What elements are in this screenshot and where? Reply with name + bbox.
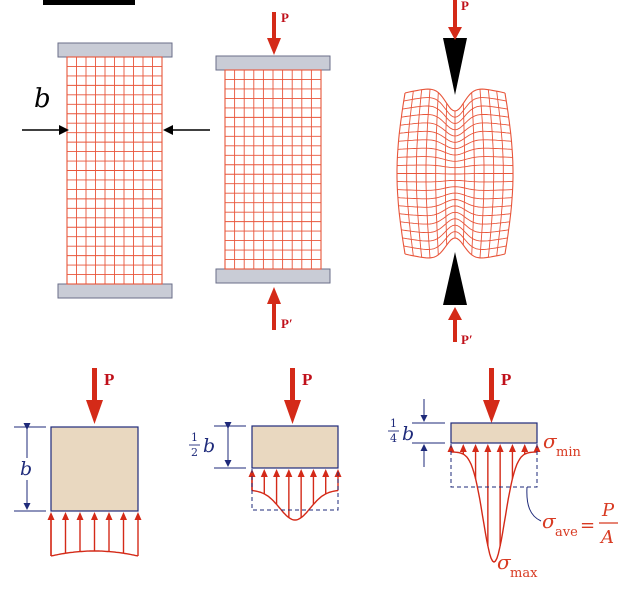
load-arrow-bottom [272, 300, 276, 330]
load-label-bottom: P′ [461, 332, 473, 347]
stress-arrow-head [260, 469, 268, 477]
block [50, 426, 139, 512]
grid-line [462, 103, 466, 246]
stress-arrow-head [521, 444, 529, 452]
load-arrow-top [272, 12, 276, 42]
load-arrow-head [284, 400, 301, 424]
equals-sign: = [580, 515, 595, 536]
top-plate [215, 55, 331, 71]
load-label: P [104, 370, 114, 389]
dim-label: b [402, 423, 414, 445]
load-arrow [290, 368, 295, 404]
stress-arrow-head [285, 469, 293, 477]
grid [224, 69, 322, 270]
width-label: b [34, 84, 51, 114]
stress-block-quarter: P 1 4 b σ min σ max σ ave = P A [388, 368, 618, 581]
stress-block-full: P b [14, 368, 142, 557]
block [251, 425, 339, 469]
average-stress-outline [251, 469, 339, 511]
dim-label-bg [17, 458, 37, 480]
load-arrow-top-head [448, 27, 462, 40]
stress-arrow-head [91, 512, 98, 520]
stress-arrow-head [47, 512, 55, 520]
load-arrow [92, 368, 97, 404]
load-arrow-top [453, 0, 457, 30]
load-arrow-bottom-head [448, 307, 462, 320]
stress-arrow-head [297, 469, 305, 477]
ave-leader [526, 486, 542, 522]
grid-line [496, 91, 504, 256]
scale-bar [43, 0, 135, 5]
grid-line [444, 103, 448, 246]
sigma-ave-symbol: σ [542, 509, 557, 533]
grid-line [425, 89, 431, 258]
specimen-unloaded: b [22, 42, 210, 299]
stress-distribution [47, 512, 142, 557]
stress-arrow-head [105, 512, 113, 520]
load-arrow-head [483, 400, 500, 423]
load-label: P [501, 370, 511, 389]
specimen-plates: P P′ [215, 10, 331, 331]
stress-distribution [447, 444, 541, 563]
load-label: P [302, 370, 312, 389]
sigma-max-subscript: max [510, 566, 538, 581]
load-label-top: P [281, 10, 289, 25]
stress-curve [251, 489, 339, 521]
stress-arrow-head [496, 444, 504, 452]
stress-curve [451, 451, 537, 563]
bottom-plate [215, 268, 331, 284]
dim-label: b [20, 458, 32, 480]
load-label-bottom: P′ [281, 316, 293, 331]
load-label-top: P [461, 0, 469, 13]
sigma-min-symbol: σ [543, 429, 558, 453]
stress-block-half: P 1 2 b [189, 368, 342, 521]
grid-line [396, 92, 406, 255]
grid-line [487, 89, 495, 258]
sigma-max-symbol: σ [497, 550, 512, 574]
stress-arrow-head [309, 469, 317, 477]
dim-label: b [203, 435, 215, 457]
wedge-bottom [443, 252, 467, 305]
sigma-ave-subscript: ave [555, 525, 578, 540]
stress-arrow-head [120, 512, 127, 520]
stress-arrow-head [62, 512, 69, 520]
stress-arrow-head [76, 512, 84, 520]
fraction-half-num: 1 [191, 431, 198, 444]
average-stress-outline [450, 444, 538, 488]
load-arrow-bottom [453, 318, 457, 342]
stress-arrow-head [484, 444, 492, 452]
load-arrow-bottom-head [267, 287, 281, 304]
grid-line [471, 92, 475, 255]
grid [66, 56, 163, 285]
stress-arrow-head [134, 512, 142, 520]
grid-line [504, 92, 514, 255]
load-arrow [489, 368, 494, 404]
fraction-quarter-num: 1 [390, 417, 397, 430]
deformed-grid [396, 88, 514, 259]
grid-line [406, 91, 414, 256]
block [450, 422, 538, 444]
grid-line [479, 89, 485, 258]
fraction-numerator: P [601, 500, 615, 521]
top-plate [57, 42, 173, 58]
fraction-quarter-den: 4 [390, 432, 397, 445]
stress-arrow-head [273, 469, 281, 477]
stress-arrow-head [459, 444, 467, 452]
stress-arrow-head [472, 444, 480, 452]
load-arrow-head [86, 400, 103, 424]
stress-distribution [248, 469, 342, 521]
bottom-plate [57, 283, 173, 299]
grid-line [435, 92, 439, 255]
stress-arrow-head [322, 469, 330, 477]
fraction-half-den: 2 [191, 446, 198, 459]
fraction-denominator: A [599, 527, 614, 548]
load-arrow-top-head [267, 38, 281, 55]
stress-curve [50, 550, 139, 557]
grid-line [415, 89, 423, 258]
stress-arrow-head [508, 444, 516, 452]
specimen-deformed: P P′ [396, 0, 514, 347]
sigma-min-subscript: min [556, 445, 581, 460]
wedge-top [443, 38, 467, 95]
